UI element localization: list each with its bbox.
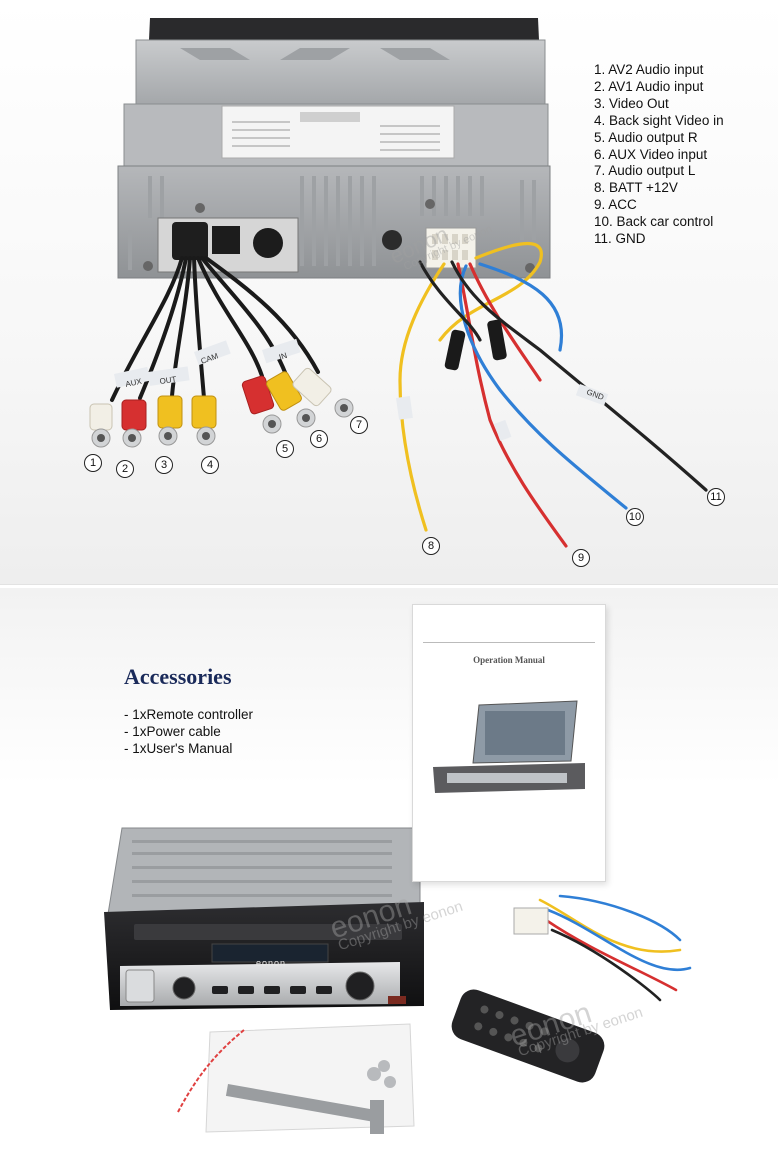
screws-bag [205,1023,415,1133]
disc-slot [134,924,402,940]
port-item: 9. ACC [594,197,637,213]
power-harness [398,242,708,548]
unit-brand-logo: eonon [256,958,287,968]
callout-5: 5 [276,440,294,458]
rear-view-panel: AUX OUT CAM IN GND [0,0,778,584]
rca-cable-grommet [172,222,208,260]
port-item: 7. Audio output L [594,163,696,179]
rca-plug-1 [89,403,113,448]
release-key [225,1084,376,1122]
fuse-holders [444,319,507,371]
callout-7: 7 [350,416,368,434]
wire-back-car [458,264,628,510]
manual-header [423,631,595,643]
accessories-title: Accessories [124,664,232,689]
port-item: 6. AUX Video input [594,146,708,162]
rca-plug-2 [121,399,147,448]
rca-plug-5 [241,375,282,434]
accessory-item: - 1xPower cable [124,724,221,739]
power-key [125,969,155,1003]
callout-8: 8 [422,537,440,555]
wire-acc [456,262,568,548]
accessory-item: - 1xUser's Manual [124,741,233,756]
nav-pad [345,971,375,1001]
ports-legend: 1. AV2 Audio input 2. AV1 Audio input 3.… [594,62,724,248]
accessories-panel: Operation Manual eonon eonon Copyright b… [0,588,778,1150]
callout-9: 9 [572,549,590,567]
wire-batt [398,262,446,532]
callout-3: 3 [155,456,173,474]
port-item: 11. GND [594,231,646,247]
rca-plug-4 [191,395,217,446]
port-item: 3. Video Out [594,95,669,111]
rca-plug-6 [266,371,316,428]
accessories-list: - 1xRemote controller - 1xPower cable - … [124,706,253,757]
callout-2: 2 [116,460,134,478]
callout-11: 11 [707,488,725,506]
port-item: 8. BATT +12V [594,180,678,196]
rca-plug-3 [157,395,183,446]
accessory-iso-connector [513,907,549,935]
tag-out: OUT [159,375,177,386]
cable-tags: AUX OUT CAM IN [114,338,301,389]
manual-title: Operation Manual [473,655,545,665]
port-item: 4. Back sight Video in [594,112,724,128]
wire-gnd [450,260,708,492]
callout-4: 4 [201,456,219,474]
panel-divider [0,584,778,588]
user-manual: Operation Manual [412,604,606,882]
display-window [211,943,329,963]
callout-6: 6 [310,430,328,448]
callout-10: 10 [626,508,644,526]
accessory-item: - 1xRemote controller [124,707,254,722]
rca-plug-7 [292,367,354,418]
antenna-socket [382,230,402,250]
port-item: 1. AV2 Audio input [594,62,704,77]
tag-in: IN [278,351,289,362]
manual-cover-image [433,700,585,793]
accessory-power-cable [538,894,692,1002]
volume-knob [172,976,196,1000]
remote-controller [451,989,605,1083]
preset-keys [212,986,332,994]
callout-1: 1 [84,454,102,472]
accessories-photo [104,827,692,1134]
tag-aux: AUX [125,377,144,389]
port-item: 2. AV1 Audio input [594,78,704,94]
port-item: 5. Audio output R [594,129,698,145]
rear-view-photo: AUX OUT CAM IN GND [89,18,708,548]
port-item: 10. Back car control [594,214,714,230]
